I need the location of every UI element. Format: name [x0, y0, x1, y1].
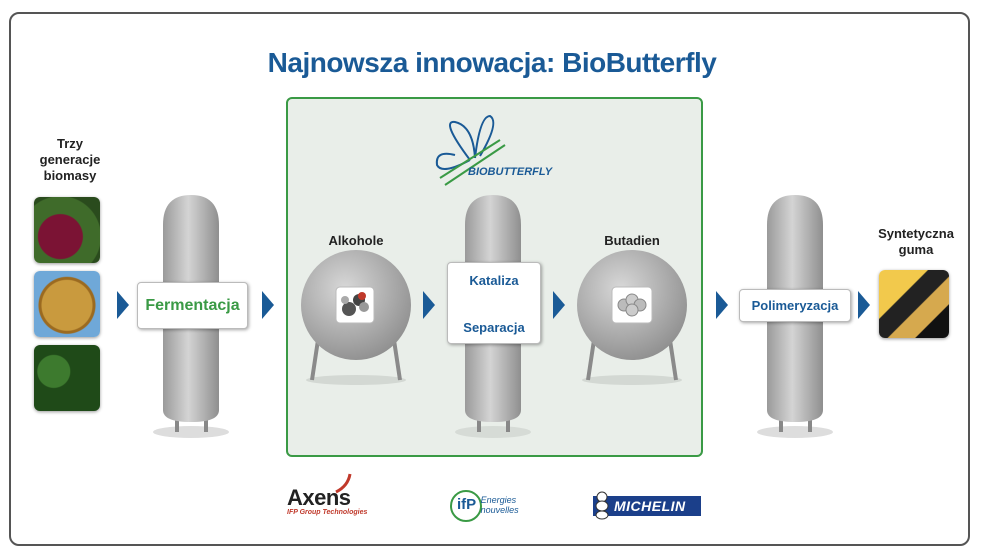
spinach-image [34, 345, 100, 411]
flow-arrow-3 [423, 291, 435, 319]
biobutterfly-logo-text: BIOBUTTERFLY [468, 166, 553, 178]
michelin-man-icon [593, 491, 701, 520]
butterfly-logo-icon [435, 114, 506, 186]
flow-arrow-5 [716, 291, 728, 319]
synthetic-rubber-label: Syntetyczna guma [868, 226, 964, 258]
rubber-image [879, 270, 949, 338]
biomass-label-line-3: biomasy [43, 168, 97, 183]
catalysis-separation-box: Kataliza Separacja [447, 262, 541, 344]
butadiene-label: Butadien [604, 233, 660, 248]
ifp-logo: ifP Energies nouvelles [457, 495, 527, 515]
ifp-logo-icon [450, 490, 482, 522]
separation-label: Separacja [463, 320, 525, 335]
synthetic-rubber-line-1: Syntetyczna [878, 226, 954, 241]
catalysis-label: Kataliza [469, 273, 519, 288]
alcohols-label: Alkohole [328, 233, 384, 248]
polymerization-box: Polimeryzacja [739, 289, 851, 322]
page-title: Najnowsza innowacja: BioButterfly [267, 47, 717, 78]
fermentation-box: Fermentacja [137, 282, 248, 329]
ethanol-molecule-icon [335, 286, 375, 324]
ifp-logo-short: ifP [457, 496, 477, 514]
axens-swoosh-icon [335, 473, 352, 494]
biomass-label: Trzy generacje biomasy [30, 136, 110, 184]
michelin-logo: MICHELIN [614, 498, 686, 514]
beetroot-image [34, 197, 100, 263]
ifp-logo-text: Energies nouvelles [480, 495, 519, 515]
flow-arrow-4 [553, 291, 565, 319]
synthetic-rubber-line-2: guma [898, 242, 934, 257]
axens-logo-subtext: IFP Group Technologies [287, 509, 368, 516]
axens-logo: Axens IFP Group Technologies [287, 485, 368, 517]
flow-arrow-2 [262, 291, 274, 319]
flow-arrow-6 [858, 291, 870, 319]
hay-bale-image [34, 271, 100, 337]
axens-logo-text: Axens [287, 485, 351, 510]
biomass-label-line-1: Trzy [56, 136, 83, 151]
biomass-label-line-2: generacje [39, 152, 101, 167]
flow-arrow-1 [117, 291, 129, 319]
butadiene-molecule-icon [611, 286, 653, 324]
